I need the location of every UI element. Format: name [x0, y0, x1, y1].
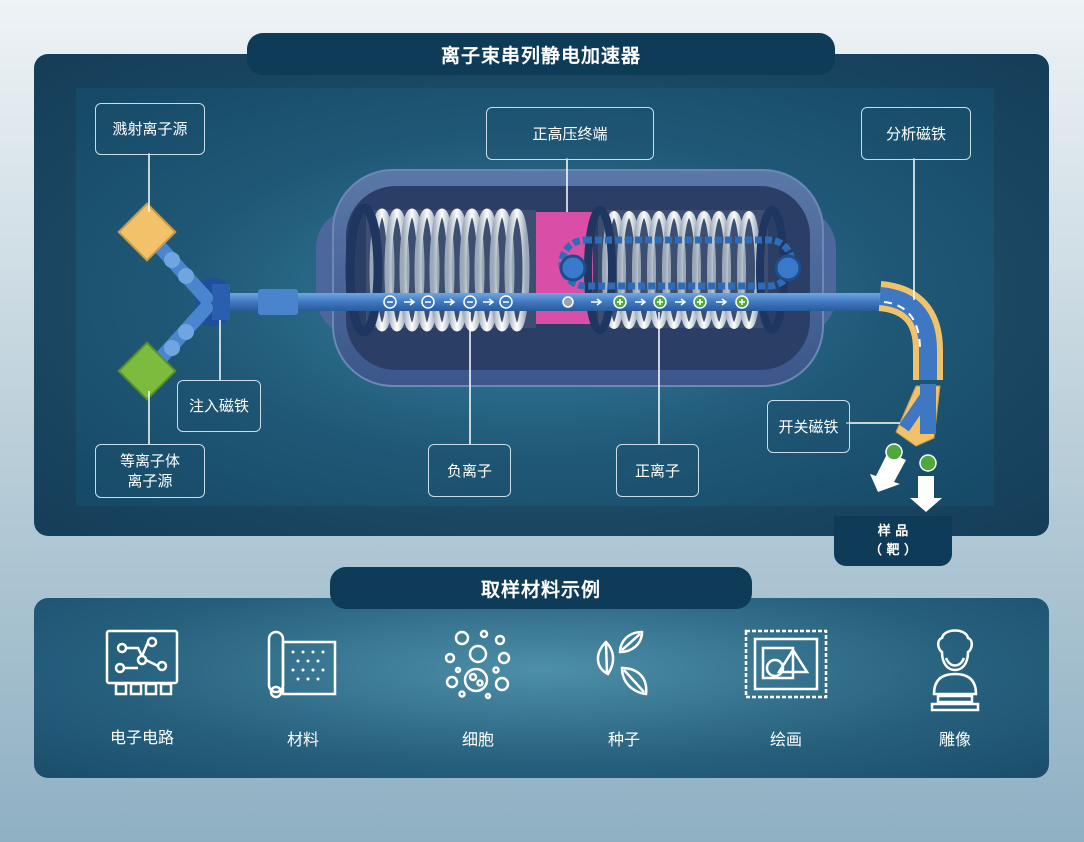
example-label-painting: 绘画	[769, 730, 802, 749]
example-label-circuit: 电子电路	[109, 728, 174, 747]
label-analyzing-magnet: 分析磁铁	[861, 107, 971, 160]
negative-accel-column	[345, 203, 536, 337]
examples-title: 取样材料示例	[330, 567, 752, 609]
example-statue: 雕像	[895, 628, 1015, 750]
label-switching-magnet: 开关磁铁	[767, 400, 850, 453]
beam-direction-arrow	[404, 298, 416, 306]
label-positive-ion: 正离子	[616, 444, 699, 497]
example-painting: 绘画	[726, 628, 846, 750]
exit-arrows	[870, 443, 942, 512]
label-negative-ion: 负离子	[428, 444, 511, 497]
example-label-material: 材料	[286, 730, 319, 749]
label-sputter-source: 溅射离子源	[95, 103, 205, 155]
beam-direction-arrow	[635, 298, 647, 306]
label-plasma-source-line2: 离子源	[127, 472, 173, 490]
sample-line1: 样 品	[877, 524, 909, 539]
example-circuit: 电子电路	[82, 628, 202, 748]
beam-pipe-main	[228, 293, 846, 311]
example-label-statue: 雕像	[938, 730, 971, 749]
seeds-icon	[596, 630, 648, 696]
label-injection-magnet: 注入磁铁	[177, 380, 261, 432]
example-label-cells: 细胞	[461, 730, 494, 749]
beam-direction-arrow	[483, 298, 495, 306]
example-cells: 细胞	[418, 628, 538, 750]
label-plasma-source-line1: 等离子体	[119, 452, 180, 470]
painting-icon	[744, 629, 828, 699]
statue-icon	[930, 629, 980, 712]
material-scroll-icon	[267, 630, 337, 699]
cells-icon	[444, 629, 511, 700]
examples-panel	[34, 598, 1049, 778]
coil-ring	[504, 208, 530, 332]
example-seeds: 种子	[564, 628, 684, 750]
leader-lines	[148, 153, 915, 444]
label-plasma-source: 等离子体 离子源	[95, 444, 205, 498]
sputter-source	[117, 202, 177, 262]
accelerator-title: 离子束串列静电加速器	[247, 33, 835, 75]
beam-direction-arrow	[591, 298, 603, 306]
label-hv-terminal: 正高压终端	[486, 107, 654, 160]
example-label-seeds: 种子	[607, 730, 640, 749]
sample-line2: （ 靶 ）	[868, 543, 918, 558]
beam-direction-arrow	[716, 298, 728, 306]
beam-direction-arrow	[675, 298, 687, 306]
plasma-source	[117, 341, 177, 401]
example-material: 材料	[243, 628, 363, 750]
sample-target-box: 样 品 （ 靶 ）	[834, 516, 952, 566]
circuit-board-icon	[105, 629, 179, 696]
beam-direction-arrow	[444, 298, 456, 306]
